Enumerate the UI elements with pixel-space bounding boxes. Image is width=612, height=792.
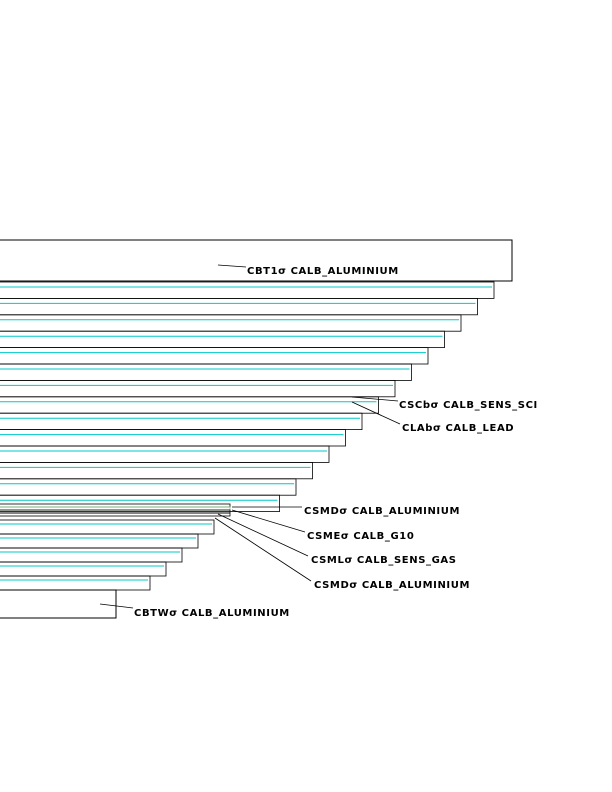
absorber-layer (0, 533, 199, 549)
leader-csmd-bottom (214, 517, 312, 582)
leader-csme (231, 509, 306, 533)
absorber-layer (0, 494, 280, 513)
label-cbt1: CBT1σ CALB_ALUMINIUM (247, 266, 399, 277)
absorber-layer (0, 281, 495, 299)
calorimeter-layers (0, 281, 495, 591)
label-csmd-bottom: CSMDσ CALB_ALUMINIUM (314, 580, 470, 591)
absorber-layer (0, 363, 412, 381)
absorber-layer (0, 297, 478, 316)
absorber-layer (0, 330, 445, 349)
absorber-layer (0, 396, 379, 414)
label-cbtw: CBTWσ CALB_ALUMINIUM (134, 608, 290, 619)
absorber-layer (0, 412, 363, 431)
csmd-bottom-layer (0, 512, 231, 517)
label-csme: CSMEσ CALB_G10 (307, 531, 414, 542)
absorber-layer (0, 379, 396, 398)
absorber-layer (0, 445, 330, 463)
leader-cbtw (99, 603, 134, 609)
label-clab: CLAbσ CALB_LEAD (402, 423, 514, 434)
absorber-layer (0, 561, 167, 577)
absorber-layer (0, 314, 462, 332)
absorber-layer (0, 478, 297, 496)
absorber-layer (0, 519, 215, 535)
label-csml: CSMLσ CALB_SENS_GAS (311, 555, 457, 566)
absorber-layer (0, 429, 346, 447)
leader-cscb (351, 396, 399, 402)
cbtw-bottom-plate (0, 589, 117, 619)
csme-layer (0, 506, 231, 511)
cbt1-top-plate (0, 239, 513, 282)
absorber-layer (0, 575, 151, 591)
csmd-top-layer (0, 503, 231, 508)
absorber-layer (0, 347, 429, 365)
leader-clab (351, 401, 401, 425)
leader-cbt1 (217, 264, 247, 268)
leader-csml (217, 513, 309, 557)
absorber-layer (0, 547, 183, 563)
absorber-layer (0, 461, 313, 480)
leader-lines (99, 264, 401, 609)
label-csmd-top: CSMDσ CALB_ALUMINIUM (304, 506, 460, 517)
label-cscb: CSCbσ CALB_SENS_SCI (399, 400, 538, 411)
